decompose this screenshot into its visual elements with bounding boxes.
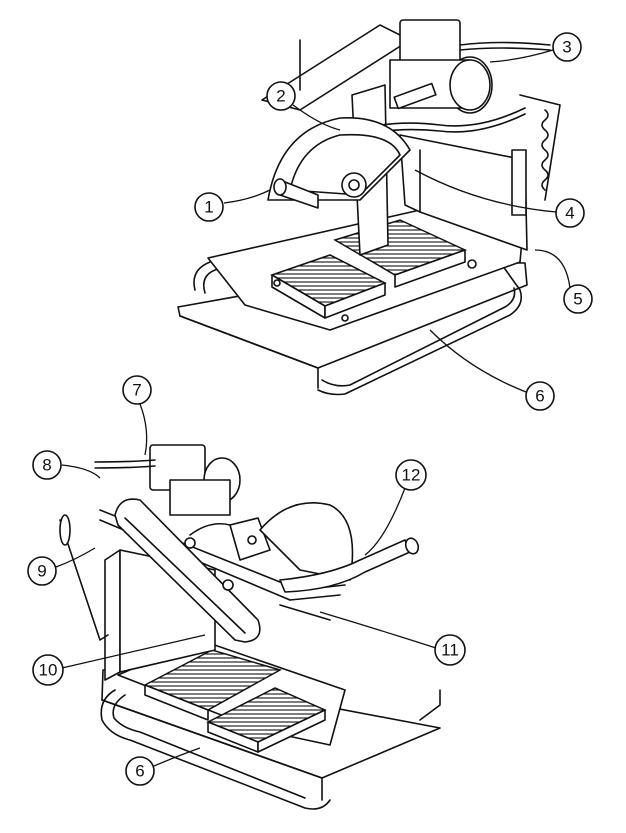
power-cord — [459, 41, 551, 46]
callout-2: 2 — [266, 81, 296, 111]
callout-6-lower: 6 — [125, 756, 155, 786]
callout-label: 4 — [565, 204, 574, 223]
callout-label: 5 — [573, 290, 582, 309]
power-cord — [94, 459, 156, 463]
callout-9: 9 — [27, 556, 57, 586]
cart-frame — [317, 261, 523, 396]
callout-label: 12 — [402, 466, 421, 485]
callout-label: 6 — [535, 387, 544, 406]
back-panel — [104, 549, 121, 681]
callout-1: 1 — [194, 192, 224, 222]
callout-label: 6 — [135, 762, 144, 781]
callout-label: 3 — [562, 38, 571, 57]
callout-label: 11 — [441, 641, 459, 660]
motor-box — [399, 19, 461, 66]
callout-3: 3 — [552, 32, 582, 62]
belt-guard — [114, 498, 261, 643]
callout-label: 9 — [37, 562, 46, 581]
lower-saw-drawing — [59, 444, 441, 810]
callout-8: 8 — [32, 450, 62, 480]
callout-7: 7 — [122, 375, 152, 405]
callout-6-upper: 6 — [525, 381, 555, 411]
callout-12: 12 — [395, 459, 427, 491]
cart-frame — [100, 689, 331, 810]
callouts: 1 2 3 4 5 6 7 8 9 10 11 12 6 — [27, 32, 593, 786]
callout-5: 5 — [563, 284, 593, 314]
upper-saw-drawing — [177, 19, 561, 396]
back-panel — [399, 134, 528, 251]
callout-10: 10 — [32, 654, 64, 686]
callout-11: 11 — [434, 634, 466, 666]
callout-4: 4 — [555, 198, 585, 228]
callout-label: 2 — [276, 87, 285, 106]
water-hose — [364, 107, 526, 129]
callout-label: 8 — [42, 456, 51, 475]
callout-label: 1 — [204, 198, 213, 217]
callout-label: 7 — [132, 381, 141, 400]
callout-label: 10 — [39, 661, 58, 680]
spring — [541, 109, 549, 191]
